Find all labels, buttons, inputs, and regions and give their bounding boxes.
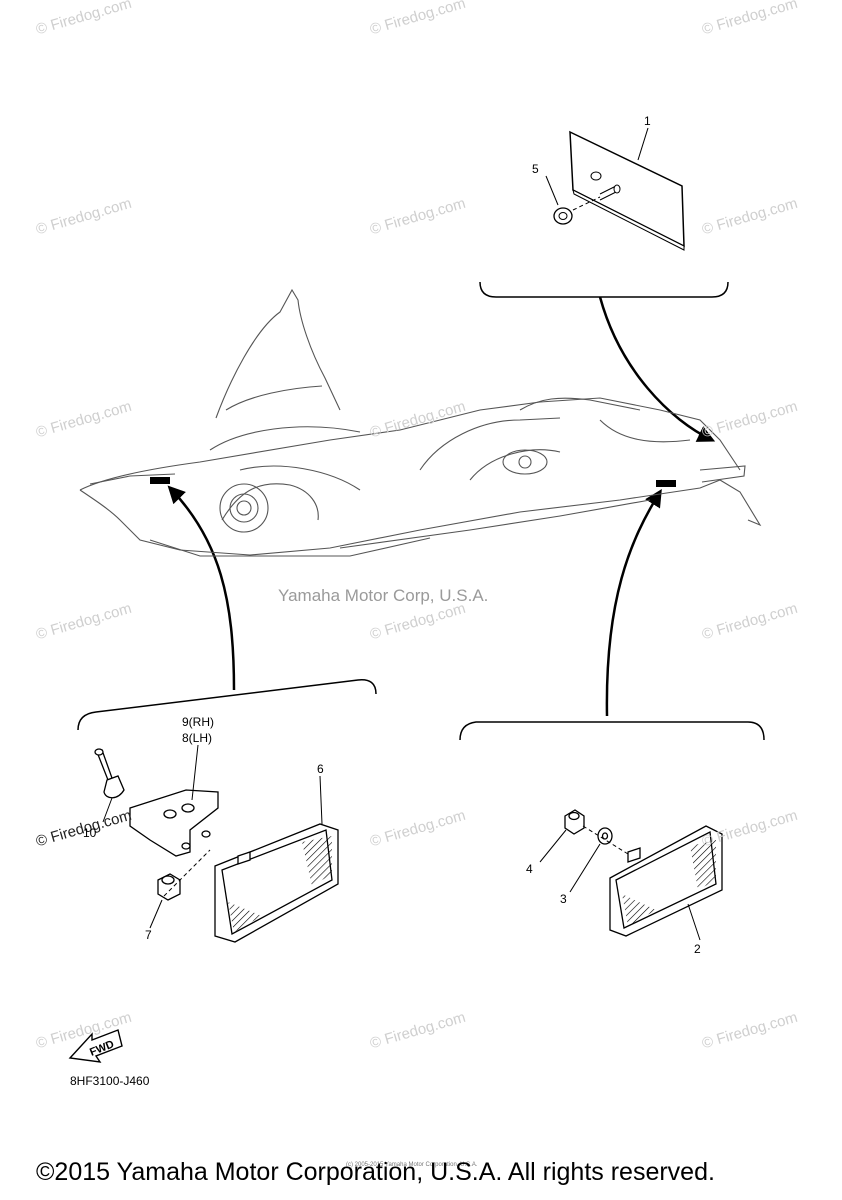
detail-frame-right bbox=[459, 721, 765, 741]
callout-1: 1 bbox=[644, 114, 651, 128]
license-plate bbox=[569, 130, 685, 248]
reflector-mark-front bbox=[150, 477, 170, 484]
nut-5 bbox=[553, 207, 573, 225]
small-copyright: (c) 2005-2015 Yamaha Motor Corporation, … bbox=[346, 1162, 478, 1168]
leader-right bbox=[605, 489, 662, 717]
license-plate-group bbox=[545, 127, 685, 251]
center-brand-text: Yamaha Motor Corp, U.S.A. bbox=[278, 586, 489, 605]
diagram-code: 8HF3100-J460 bbox=[70, 1074, 150, 1088]
callout-10: 10 bbox=[83, 826, 97, 840]
right-reflector-assembly bbox=[564, 809, 723, 937]
callout-4: 4 bbox=[526, 862, 533, 876]
detail-frame-top bbox=[479, 281, 729, 298]
callout-7: 7 bbox=[145, 928, 152, 942]
callout-2: 2 bbox=[694, 942, 701, 956]
left-reflector-assembly bbox=[94, 748, 339, 943]
detail-frame-left bbox=[77, 679, 377, 731]
snowmobile-outline bbox=[79, 288, 762, 557]
callout-6: 6 bbox=[317, 762, 324, 776]
headlight bbox=[219, 483, 269, 533]
copyright-footer: ©2015 Yamaha Motor Corporation, U.S.A. A… bbox=[36, 1158, 715, 1186]
callout-5: 5 bbox=[532, 162, 539, 176]
reflector-mark-rear bbox=[656, 480, 676, 487]
bracket-8-9 bbox=[129, 789, 219, 857]
callout-9-rh: 9(RH) bbox=[182, 715, 214, 729]
callout-8-lh: 8(LH) bbox=[182, 731, 213, 745]
leader-top bbox=[598, 296, 716, 442]
callout-3: 3 bbox=[560, 892, 567, 906]
leader-left bbox=[167, 485, 236, 691]
